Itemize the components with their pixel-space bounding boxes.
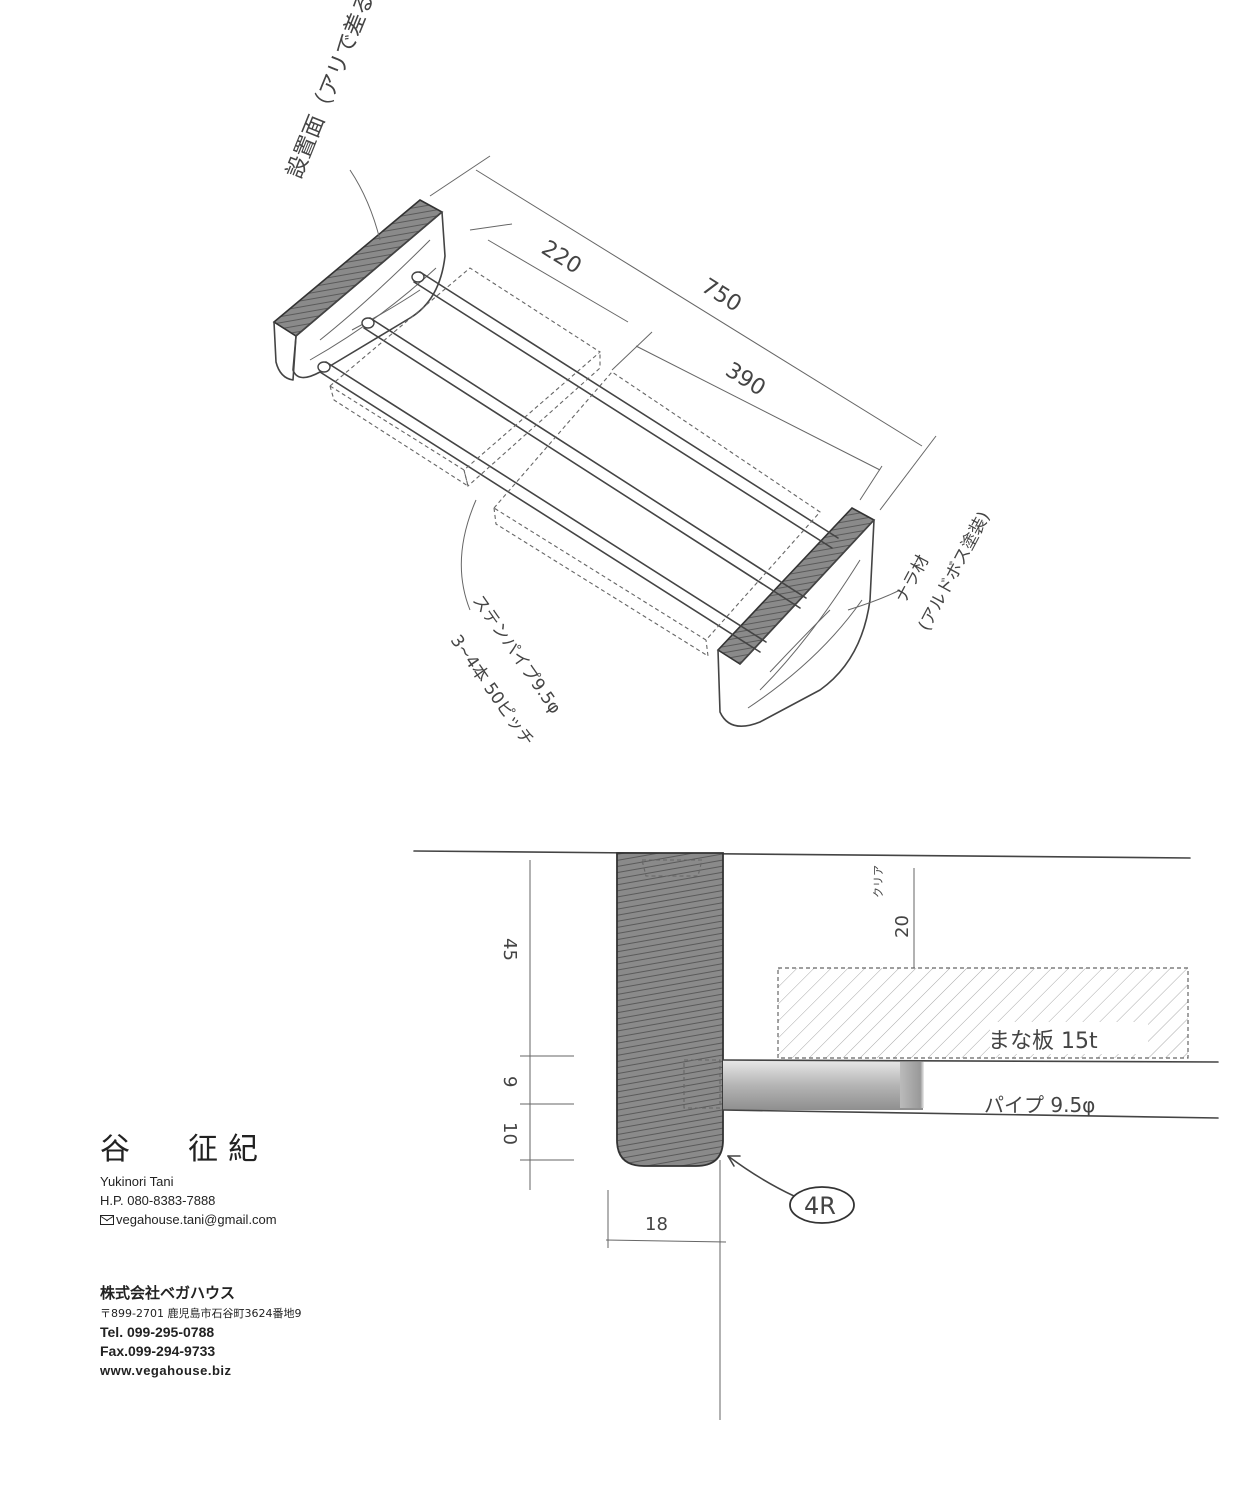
right-end-block xyxy=(716,507,876,728)
phone-hp: H.P. 080-8383-7888 xyxy=(100,1193,216,1208)
isometric-sketch: 設置面（アリで差る） 750 220 390 ナラ材 (アルドボス塗装) ステン… xyxy=(272,0,994,750)
label-pipe-1: ステンパイプ9.5φ xyxy=(468,591,565,717)
leader-wall-side xyxy=(349,169,381,241)
left-end-block xyxy=(272,199,446,381)
mail-icon xyxy=(100,1215,114,1225)
dim-clear-label: クリア xyxy=(872,865,885,898)
wall-line xyxy=(413,850,1191,859)
business-card-person: 谷 征紀 Yukinori Tani H.P. 080-8383-7888 veg… xyxy=(100,1124,277,1229)
name-romaji: Yukinori Tani xyxy=(100,1174,174,1189)
company-address: 〒899-2701 鹿児島市石谷町3624番地9 xyxy=(100,1307,302,1320)
dim-right: 390 xyxy=(721,358,770,401)
end-piece-section xyxy=(616,852,724,1167)
section-sketch: 45 9 10 18 クリア 20 まな板 15t パイプ 9.5φ 4R xyxy=(413,850,1219,1420)
dim-upper: 45 xyxy=(499,938,520,961)
email[interactable]: vegahouse.tani@gmail.com xyxy=(116,1212,277,1227)
label-radius: 4R xyxy=(804,1192,836,1220)
company-fax: Fax.099-294-9733 xyxy=(100,1343,216,1359)
dim-mid: 9 xyxy=(499,1076,520,1087)
dashed-boards xyxy=(329,267,821,658)
pipe-end xyxy=(361,317,375,329)
radius-circle xyxy=(789,1186,855,1224)
pipe-end xyxy=(317,361,331,373)
person-name: 谷 征紀 xyxy=(100,1124,277,1168)
name-given: 征紀 xyxy=(188,1132,268,1167)
company-name: 株式会社ベガハウス xyxy=(100,1284,236,1302)
label-end-piece-1: ナラ材 xyxy=(892,552,934,606)
pipe-end xyxy=(411,271,425,283)
dim-clear: 20 xyxy=(892,915,913,938)
email-row: vegahouse.tani@gmail.com xyxy=(100,1210,277,1229)
dim-width: 18 xyxy=(645,1214,668,1235)
leader-pipe xyxy=(460,499,477,611)
leader-radius xyxy=(727,1155,795,1197)
company-tel: Tel. 099-295-0788 xyxy=(100,1324,215,1340)
company-web[interactable]: www.vegahouse.biz xyxy=(100,1363,232,1378)
pipes xyxy=(317,271,839,653)
leader-end-piece xyxy=(847,589,901,611)
label-wall-side: 設置面（アリで差る） xyxy=(282,0,388,182)
pipe-section xyxy=(723,1060,923,1110)
business-card-company: 株式会社ベガハウス 〒899-2701 鹿児島市石谷町3624番地9 Tel. … xyxy=(100,1282,301,1380)
name-family: 谷 xyxy=(100,1132,140,1167)
dim-lower: 10 xyxy=(499,1122,520,1145)
label-pipe-section: パイプ 9.5φ xyxy=(984,1093,1095,1117)
dimension-lines xyxy=(429,155,937,511)
label-board: まな板 15t xyxy=(988,1029,1098,1054)
